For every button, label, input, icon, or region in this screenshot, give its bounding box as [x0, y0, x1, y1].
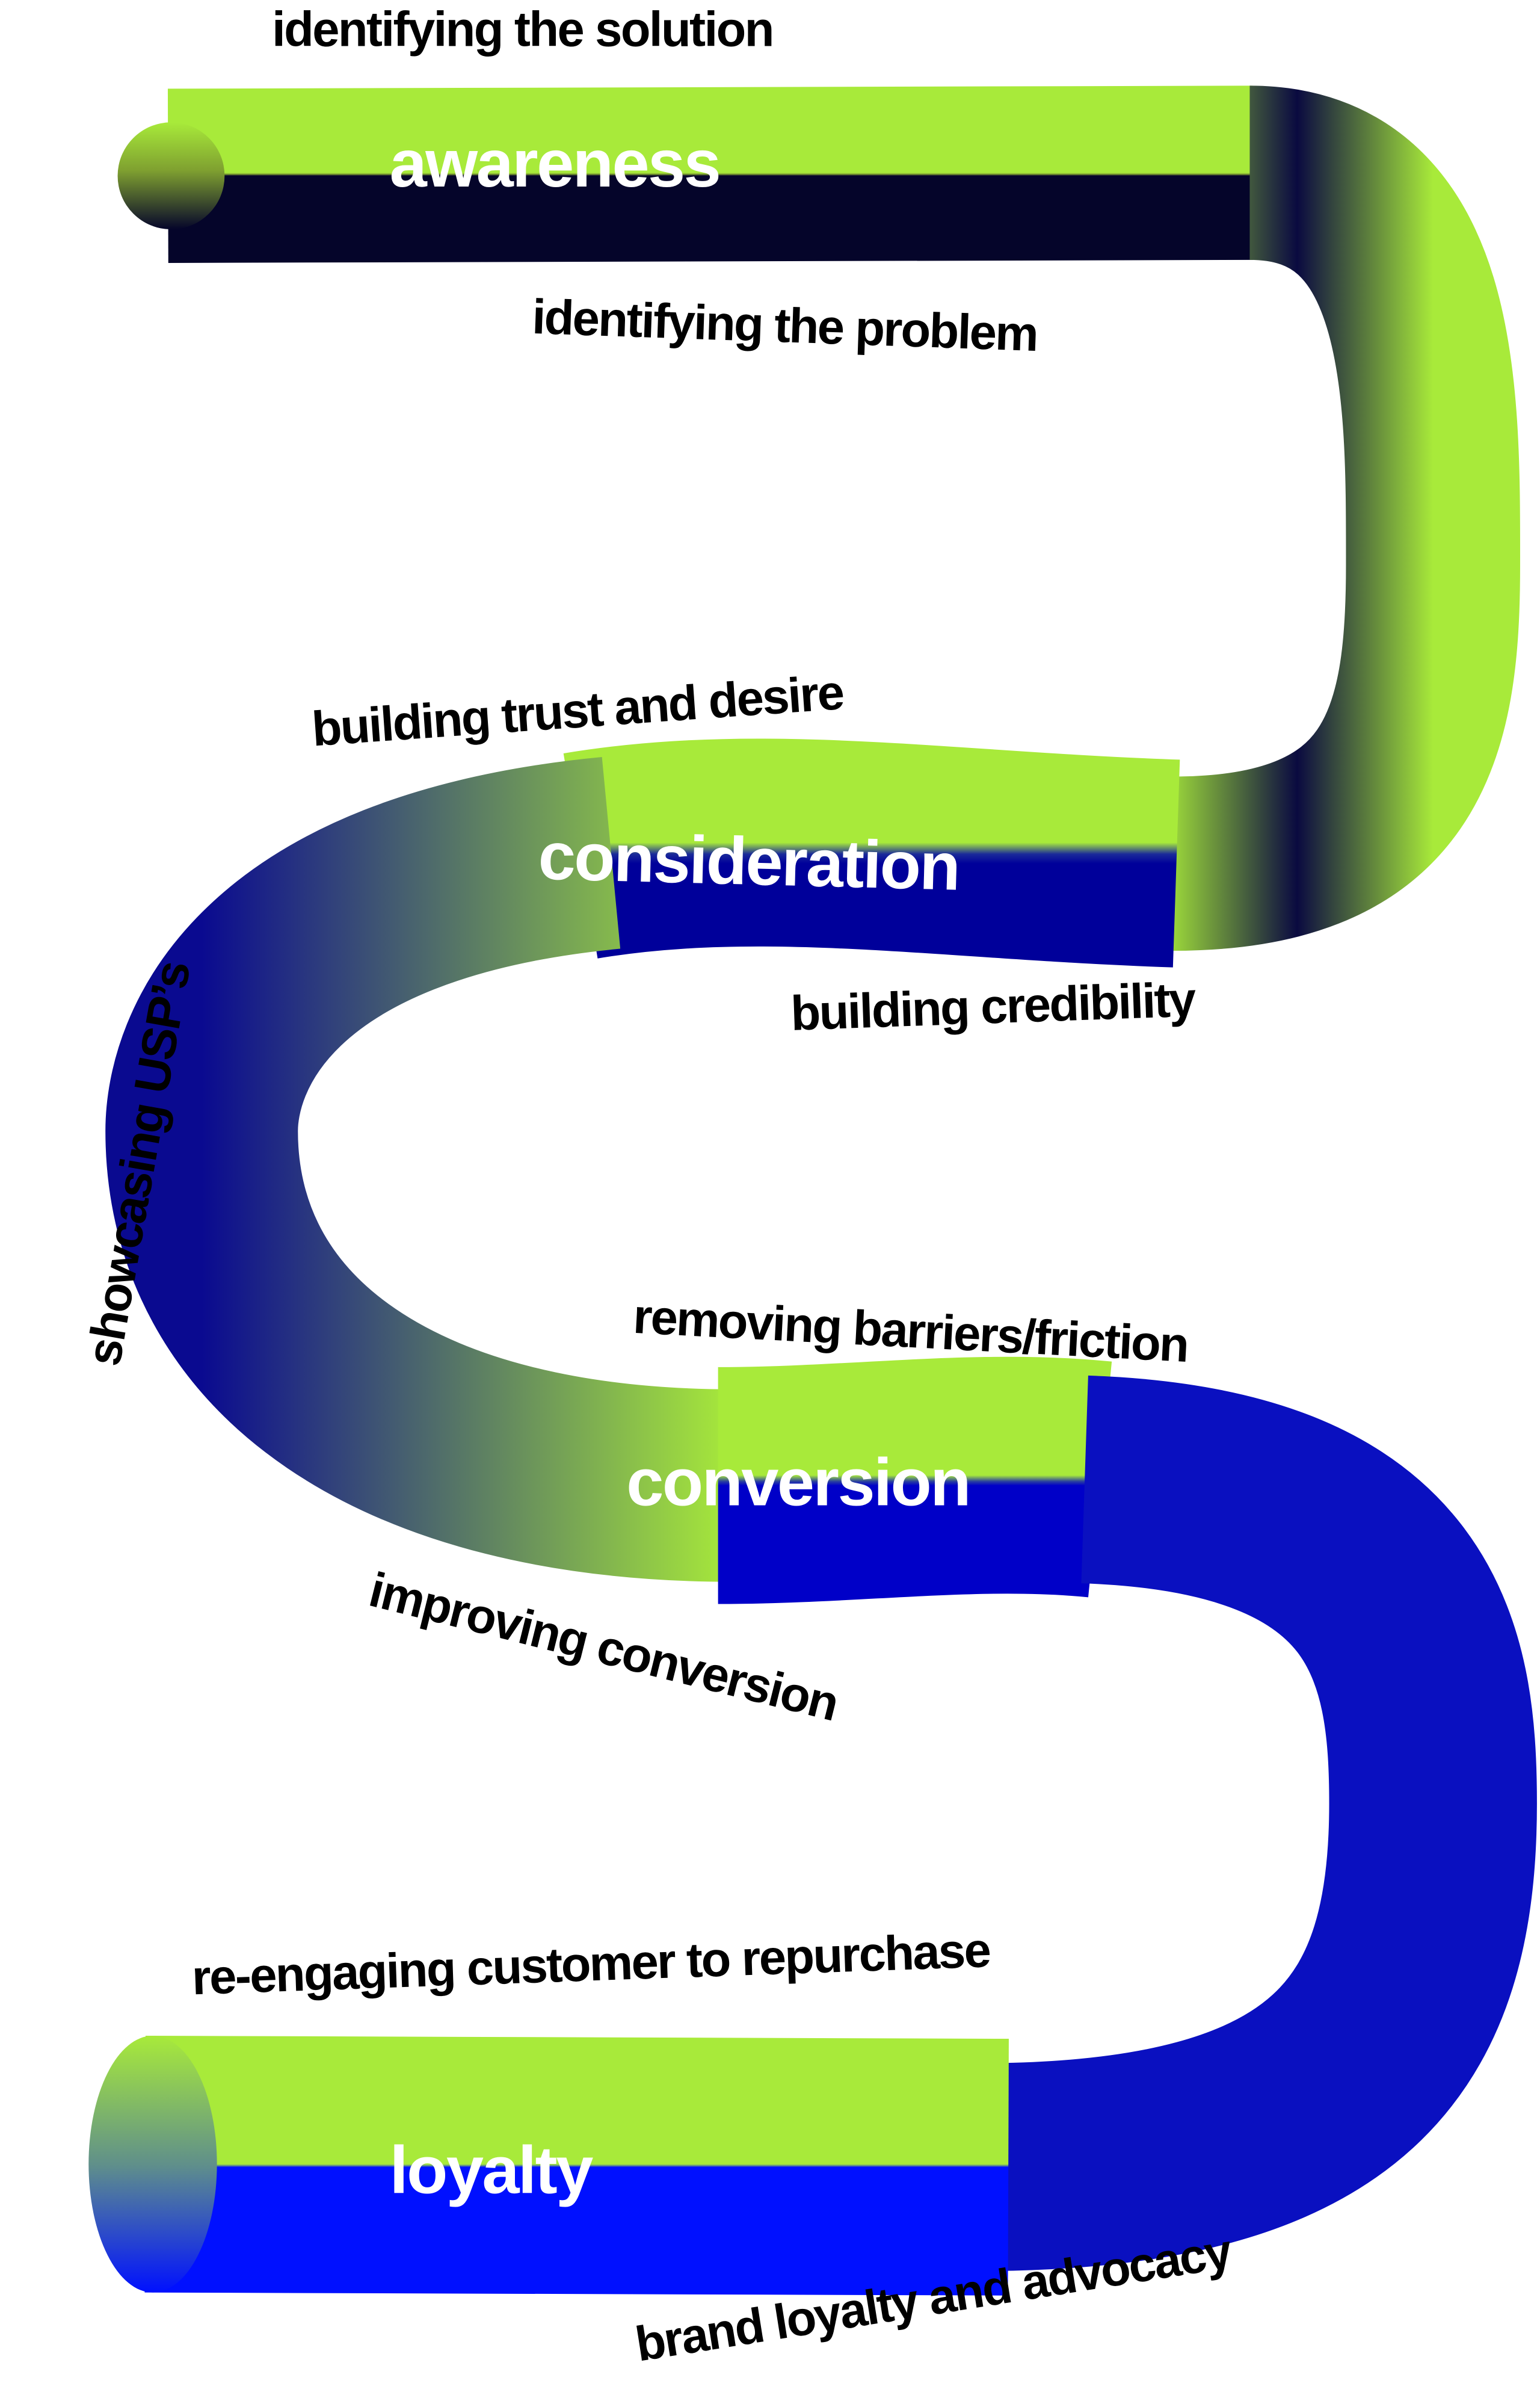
- stage-label-loyalty: loyalty: [390, 2133, 594, 2208]
- tube-segment-awareness: [167, 85, 1253, 263]
- note-identifying-solution: identifying the solution: [272, 2, 773, 57]
- tube-cap-loyalty: [88, 2035, 217, 2293]
- tube-segment-turn-3b: [978, 1375, 1537, 2272]
- tube-segment-turn-2: [105, 756, 734, 1582]
- tube-cap-awareness: [117, 122, 225, 230]
- stage-label-consideration: consideration: [537, 818, 960, 904]
- tube-segment-consideration: [563, 738, 1180, 968]
- tube-segment-turn-1: [1159, 85, 1520, 951]
- journey-tube: [88, 85, 1537, 2296]
- note-building-credibility: building credibility: [790, 972, 1197, 1040]
- tube-segment-conversion: [718, 1356, 1112, 1604]
- stage-label-awareness: awareness: [390, 126, 720, 201]
- note-re-engaging: re-engaging customer to repurchase: [191, 1923, 991, 2005]
- tube-segment-loyalty: [144, 2035, 1009, 2296]
- stage-label-conversion: conversion: [626, 1445, 970, 1520]
- note-identifying-problem: identifying the problem: [531, 289, 1038, 362]
